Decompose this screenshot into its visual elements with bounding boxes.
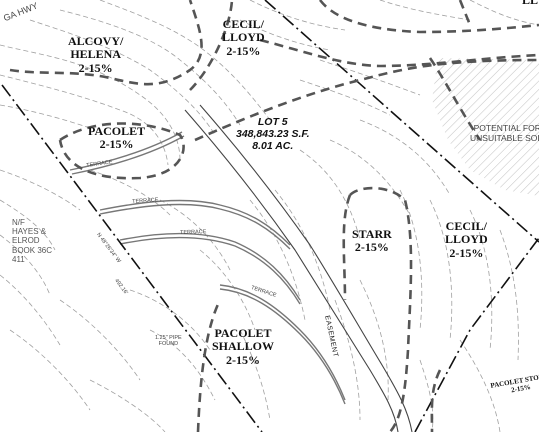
soil-name: CECIL/ LLOYD [445, 219, 488, 247]
adjoiner-line: N/F [12, 218, 25, 227]
lot-label: LOT 5 348,843.23 S.F. 8.01 AC. [236, 116, 310, 152]
soil-label-partial-ne: LL [522, 0, 539, 7]
soil-label-pacolet-shallow: PACOLET SHALLOW 2-15% [212, 326, 275, 367]
unsuitable-soil-hatch [432, 58, 539, 196]
soil-slope: 2-15% [226, 352, 260, 367]
unsuitable-soil-note: POTENTIAL FOR UNSUITABLE SOIL [470, 123, 539, 143]
adjoiner-line: HAYES & [12, 227, 47, 237]
soil-name: PACOLET SHALLOW [212, 326, 275, 354]
soil-slope: 2-15% [99, 137, 134, 152]
adjoiner-line: 411 [12, 254, 25, 264]
soil-label-pacolet: PACOLET 2-15% [88, 124, 146, 152]
easement-lines [184, 104, 413, 432]
terrace-label: TERRACE [180, 229, 207, 236]
pipe-found-note: 1.25" PIPE FOUND [155, 335, 182, 347]
adjoiner-line: ELROD [12, 236, 40, 246]
soil-slope: 2-15% [354, 240, 389, 255]
soil-name: CECIL/ LLOYD [222, 17, 265, 45]
note-line: UNSUITABLE SOIL [470, 133, 539, 144]
soil-name: STARR [352, 227, 392, 241]
adjoiner-line: BOOK 36C [12, 245, 53, 255]
note-line: POTENTIAL FOR [473, 123, 539, 133]
note-line: FOUND [158, 341, 179, 348]
soil-slope: 2-15% [226, 43, 261, 58]
soil-slope: 2-15% [449, 245, 484, 260]
terrace-lines [69, 131, 346, 405]
adjoiner-label: N/F HAYES & ELROD BOOK 36C 411 [12, 218, 52, 264]
soil-name: PACOLET [88, 124, 146, 138]
soil-label-starr: STARR 2-15% [352, 227, 392, 255]
soil-label-cecil-lloyd-east: CECIL/ LLOYD 2-15% [445, 219, 488, 260]
soil-label-alcovy-helena: ALCOVY/ HELENA 2-15% [68, 34, 124, 75]
soil-label-cecil-lloyd-north: CECIL/ LLOYD 2-15% [222, 17, 265, 58]
soil-name: ALCOVY/ HELENA [68, 34, 124, 62]
lot-area-sf: 348,843.23 S.F. [236, 127, 310, 140]
lot-area-ac: 8.01 AC. [252, 139, 294, 152]
note-line: 1.25" PIPE [155, 335, 182, 341]
soil-boundaries [9, 0, 539, 432]
lot-number: LOT 5 [257, 116, 288, 128]
soil-slope: 2-15% [78, 60, 113, 75]
